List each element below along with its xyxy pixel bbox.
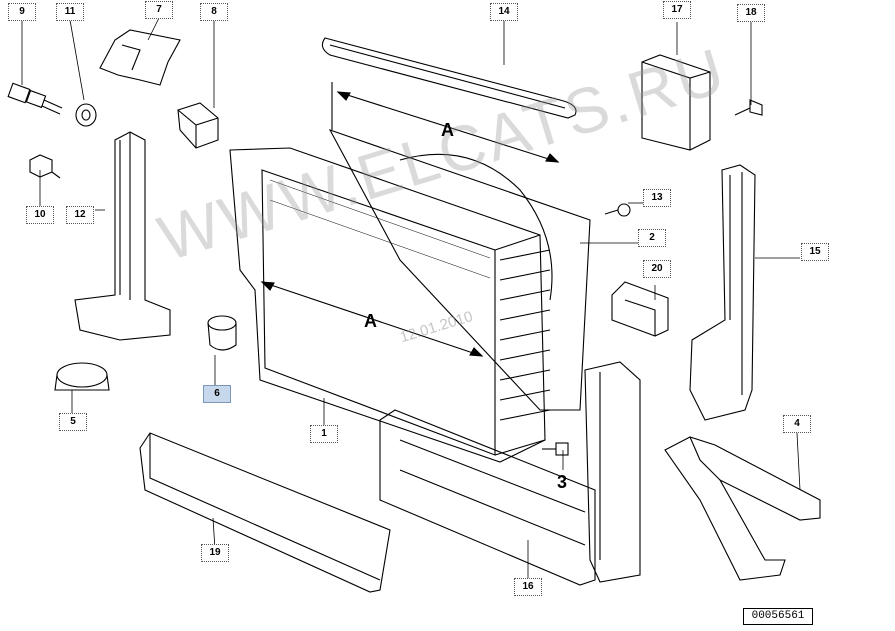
callout-8[interactable]: 8	[200, 3, 228, 21]
callout-20[interactable]: 20	[643, 260, 671, 278]
part-16-frame	[379, 361, 641, 586]
part-19-panel	[139, 432, 391, 593]
part-5-clamp	[54, 362, 110, 391]
callout-13[interactable]: 13	[643, 189, 671, 207]
part-10-nut	[29, 154, 61, 179]
callout-6[interactable]: 6	[203, 385, 231, 403]
part-2-shroud	[328, 129, 591, 411]
callout-15[interactable]: 15	[801, 243, 829, 261]
part-11-washer	[75, 103, 97, 127]
part-17-module	[641, 54, 711, 151]
callout-10[interactable]: 10	[26, 206, 54, 224]
dimension-label-top: A	[441, 120, 454, 140]
document-id: 00056561	[743, 608, 813, 625]
screw-label: 3	[557, 472, 568, 492]
part-12-bracket	[74, 131, 171, 341]
callout-18[interactable]: 18	[737, 4, 765, 22]
part-14-seal	[321, 37, 577, 119]
part-3-screw	[542, 442, 569, 456]
callout-19[interactable]: 19	[201, 544, 229, 562]
dimension-arrows	[260, 82, 560, 357]
callout-7[interactable]: 7	[145, 1, 173, 19]
part-6-bush	[207, 315, 237, 351]
part-20-clip	[611, 281, 669, 337]
part-18-bolt	[734, 99, 763, 116]
part-7-clip	[99, 29, 181, 86]
callout-16[interactable]: 16	[514, 578, 542, 596]
callout-1[interactable]: 1	[310, 425, 338, 443]
callout-17[interactable]: 17	[663, 1, 691, 19]
callout-14[interactable]: 14	[490, 3, 518, 21]
part-4-bracket	[664, 436, 821, 581]
part-9-sensor	[7, 82, 63, 115]
dimension-label-bottom: A	[364, 311, 377, 331]
callout-4[interactable]: 4	[783, 415, 811, 433]
callout-9[interactable]: 9	[8, 3, 36, 21]
callout-2[interactable]: 2	[638, 229, 666, 247]
part-1-radiator	[229, 147, 551, 463]
part-15-bracket	[689, 164, 756, 421]
leader-lines	[21, 17, 801, 580]
callout-5[interactable]: 5	[59, 413, 87, 431]
callout-11[interactable]: 11	[56, 3, 84, 21]
callout-12[interactable]: 12	[66, 206, 94, 224]
part-13-plug	[604, 203, 631, 217]
part-8-mount	[177, 102, 219, 149]
